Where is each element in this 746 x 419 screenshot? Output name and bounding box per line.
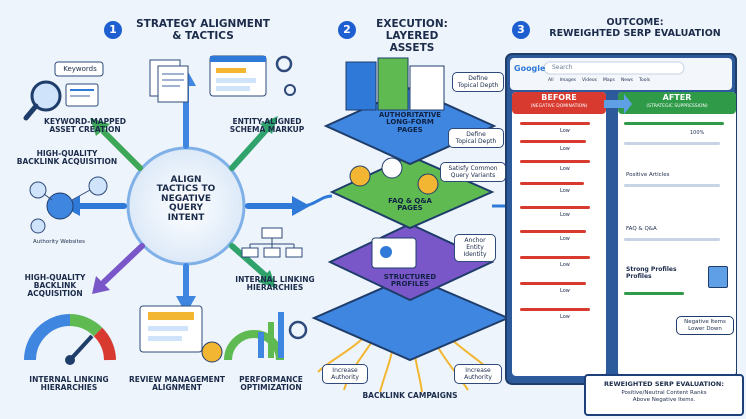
backlink-bottom-label: HIGH-QUALITY BACKLINK ACQUISITION: [24, 273, 86, 298]
after-subtitle: (STRATEGIC SUPPRESSION): [646, 104, 708, 109]
before-rating-3: Low: [560, 166, 570, 172]
center-text: ALIGN TACTICS TO NEGATIVE QUERY INTENT: [156, 175, 216, 223]
globe-network-icon: [29, 176, 108, 234]
entity-schema-label: ENTITY-ALIGNED SCHEMA MARKUP: [229, 117, 305, 134]
tab-tools[interactable]: Tools: [639, 78, 651, 83]
section-1-title: STRATEGY ALIGNMENT & TACTICS: [136, 18, 270, 43]
tab-videos[interactable]: Videos: [582, 78, 597, 83]
layer-middle-label: FAQ & Q&A PAGES: [388, 197, 432, 213]
tab-all[interactable]: All: [548, 78, 554, 83]
after-profiles: Strong Profiles Profiles: [626, 266, 677, 280]
radial-arrows: [73, 79, 299, 303]
gauge-icon: [24, 314, 116, 365]
review-mgmt-label: REVIEW MANAGEMENT ALIGNMENT: [128, 375, 226, 392]
section-3-number: 3: [512, 21, 530, 39]
outcome-summary-body: Positive/Neutral Content Ranks Above Neg…: [621, 390, 707, 403]
layer-bottom-label: STRUCTURED PROFILES: [383, 273, 437, 289]
backlink-top-label: HIGH-QUALITY BACKLINK ACQUISITION: [16, 149, 118, 166]
before-rating-1: Low: [560, 128, 570, 134]
hierarchy-tree-icon: [241, 227, 303, 258]
before-rating-7: Low: [560, 262, 570, 268]
before-rating-5: Low: [560, 212, 570, 218]
after-title: AFTER: [662, 93, 692, 102]
keywords-tag: Keywords: [63, 65, 97, 73]
review-window-icon: [139, 305, 223, 363]
define-depth-callout-1: Define Topical Depth: [452, 72, 504, 93]
authority-websites-label: Authority Websites: [33, 239, 85, 245]
schema-window-icon: [209, 55, 296, 97]
after-positive-articles: Positive Articles: [626, 172, 670, 178]
tab-news[interactable]: News: [620, 78, 634, 83]
increase-authority-right: Increase Authority: [454, 364, 502, 385]
before-subtitle: (NEGATIVE DOMINATION): [530, 104, 588, 109]
before-rating-8: Low: [560, 288, 570, 294]
before-rating-6: Low: [560, 236, 570, 242]
negative-items-callout: Negative Items Lower Down: [676, 316, 734, 336]
keyword-magnifier-icon: [23, 61, 104, 121]
backlink-campaigns-label: BACKLINK CAMPAIGNS: [362, 391, 458, 400]
section-1-number: 1: [104, 21, 122, 39]
define-depth-callout-2: Define Topical Depth: [448, 128, 504, 149]
increase-authority-left: Increase Authority: [322, 364, 368, 385]
layer-top-label: AUTHORITATIVE LONG-FORM PAGES: [378, 111, 442, 134]
before-rating-4: Low: [560, 188, 570, 194]
outcome-summary-title: REWEIGHTED SERP EVALUATION:: [604, 380, 724, 388]
section-2-title: EXECUTION: LAYERED ASSETS: [376, 18, 448, 55]
before-title: BEFORE: [541, 93, 577, 102]
section-2-number: 2: [338, 21, 356, 39]
section-3-title: OUTCOME: REWEIGHTED SERP EVALUATION: [549, 17, 721, 39]
before-rating-9: Low: [560, 314, 570, 320]
search-input[interactable]: Search: [552, 64, 573, 71]
keyword-asset-label: KEYWORD-MAPPED ASSET CREATION: [44, 117, 126, 134]
documents-icon: [149, 59, 189, 103]
after-faq: FAQ & Q&A: [626, 226, 657, 232]
performance-label: PERFORMANCE OPTIMIZATION: [239, 375, 303, 392]
performance-chart-icon: [224, 312, 308, 361]
google-logo: Google: [514, 64, 546, 73]
internal-linking-right-label: INTERNAL LINKING HIERARCHIES: [235, 275, 315, 292]
before-rating-2: Low: [560, 146, 570, 152]
anchor-callout: Anchor Entity Identity: [454, 234, 496, 262]
satisfy-callout: Satisfy Common Query Variants: [440, 162, 506, 183]
tab-maps[interactable]: Maps: [603, 78, 615, 83]
after-rating: 100%: [690, 130, 705, 136]
search-tabs: All Images Videos Maps News Tools: [548, 78, 650, 83]
profile-avatar: [708, 266, 728, 288]
tab-images[interactable]: Images: [559, 78, 577, 83]
layer-stack: [311, 57, 511, 393]
outcome-summary-box: REWEIGHTED SERP EVALUATION: Positive/Neu…: [584, 374, 744, 416]
internal-linking-bottom-label: INTERNAL LINKING HIERARCHIES: [29, 375, 109, 392]
